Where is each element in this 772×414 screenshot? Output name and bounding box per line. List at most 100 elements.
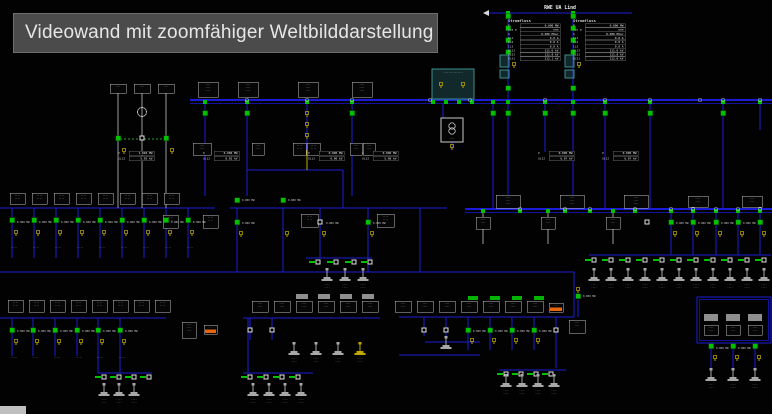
transformer-symbol[interactable] [336,342,340,345]
breaker-closed[interactable] [570,85,576,91]
breaker-closed[interactable] [97,217,103,223]
breaker-closed[interactable] [708,343,714,349]
transformer-symbol[interactable] [709,368,713,371]
breaker-closed[interactable] [602,110,608,116]
earthing-switch-icon[interactable] [99,338,105,344]
earthing-switch-icon[interactable] [167,229,173,235]
breaker-closed[interactable] [365,219,371,225]
bay-label-box[interactable] [53,192,70,205]
transformer-symbol[interactable] [711,268,715,271]
earthing-switch-icon[interactable] [169,147,175,153]
earthing-switch-icon[interactable] [511,61,517,67]
bay-label-box[interactable] [91,299,108,313]
breaker-closed[interactable] [141,217,147,223]
disconnector-switch[interactable] [676,257,682,263]
disconnector-closed[interactable] [653,259,659,262]
earthing-switch-icon[interactable] [672,230,678,236]
breaker-closed[interactable] [30,327,36,333]
bay-label-box[interactable] [687,195,709,208]
bay-label-box[interactable] [703,324,719,336]
bay-label-box[interactable] [526,300,544,313]
breaker-open[interactable] [139,135,145,141]
breaker-closed[interactable] [52,327,58,333]
bay-label-box[interactable] [361,300,379,313]
earthing-switch-icon[interactable] [34,338,40,344]
breaker-closed[interactable] [9,327,15,333]
earthing-switch-icon[interactable] [284,230,290,236]
disconnector-closed[interactable] [140,376,146,379]
bay-label-box[interactable] [7,299,24,313]
disconnector-closed[interactable] [257,376,263,379]
earthing-switch-icon[interactable] [469,337,475,343]
breaker-closed[interactable] [490,110,496,116]
disconnector-switch[interactable] [295,374,301,380]
transformer-symbol[interactable] [731,368,735,371]
breaker-closed[interactable] [74,327,80,333]
earthing-switch-icon[interactable] [57,229,63,235]
breaker-closed[interactable] [505,49,511,55]
bay-label-box[interactable] [725,324,741,336]
disconnector-closed[interactable] [542,373,548,376]
transformer-symbol[interactable] [660,268,664,271]
transformer-symbol[interactable] [504,374,508,377]
earthing-switch-icon[interactable] [121,147,127,153]
bay-label-box[interactable] [741,195,763,208]
transformer-symbol[interactable] [643,268,647,271]
disconnector-closed[interactable] [125,376,131,379]
breaker-closed[interactable] [570,25,576,31]
earthing-switch-icon[interactable] [694,230,700,236]
earthing-switch-icon[interactable] [79,229,85,235]
breaker-open[interactable] [421,327,427,333]
transformer-symbol[interactable] [314,342,318,345]
disconnector-switch[interactable] [727,257,733,263]
bay-label-box[interactable] [163,192,180,205]
transformer-symbol[interactable] [343,268,347,271]
breaker-closed[interactable] [720,110,726,116]
bay-label-box[interactable] [540,216,556,230]
transformer-symbol[interactable] [444,336,448,339]
earthing-switch-icon[interactable] [575,286,581,292]
breaker-closed[interactable] [53,217,59,223]
breaker-closed[interactable] [185,217,191,223]
disconnector-switch[interactable] [351,259,357,265]
breaker-closed[interactable] [163,217,169,223]
disconnector-closed[interactable] [527,373,533,376]
bay-label-box[interactable] [339,300,357,313]
earthing-switch-icon[interactable] [712,354,718,360]
transformer-symbol[interactable] [283,383,287,386]
bay-label-box[interactable] [394,300,412,313]
disconnector-closed[interactable] [345,261,351,264]
bay-label-box[interactable] [28,299,45,313]
bay-label-box[interactable] [297,81,319,98]
earthing-switch-icon[interactable] [513,337,519,343]
transformer-symbol[interactable] [762,268,766,271]
disconnector-switch[interactable] [625,257,631,263]
transformer-symbol[interactable] [609,268,613,271]
disconnector-switch[interactable] [131,374,137,380]
transformer-detail-box[interactable] [440,117,464,143]
breaker-closed[interactable] [202,110,208,116]
bay-label-box[interactable] [295,300,313,313]
earthing-switch-icon[interactable] [56,338,62,344]
breaker-closed[interactable] [531,327,537,333]
bay-label-box[interactable] [504,300,522,313]
disconnector-switch[interactable] [333,259,339,265]
earthing-switch-icon[interactable] [460,81,466,87]
breaker-closed[interactable] [163,135,169,141]
earthing-switch-icon[interactable] [717,230,723,236]
bay-label-box[interactable] [9,192,26,205]
disconnector-switch[interactable] [693,257,699,263]
disconnector-closed[interactable] [636,259,642,262]
disconnector-switch[interactable] [761,257,767,263]
breaker-closed[interactable] [570,110,576,116]
earthing-switch-icon[interactable] [121,338,127,344]
transformer-symbol[interactable] [358,342,362,345]
breaker-open[interactable] [247,327,253,333]
breaker-closed[interactable] [505,25,511,31]
earthing-switch-icon[interactable] [189,229,195,235]
bay-label-box[interactable] [197,81,219,98]
disconnector-switch[interactable] [247,374,253,380]
disconnector-closed[interactable] [289,376,295,379]
breaker-closed[interactable] [668,219,674,225]
breaker-closed[interactable] [349,110,355,116]
